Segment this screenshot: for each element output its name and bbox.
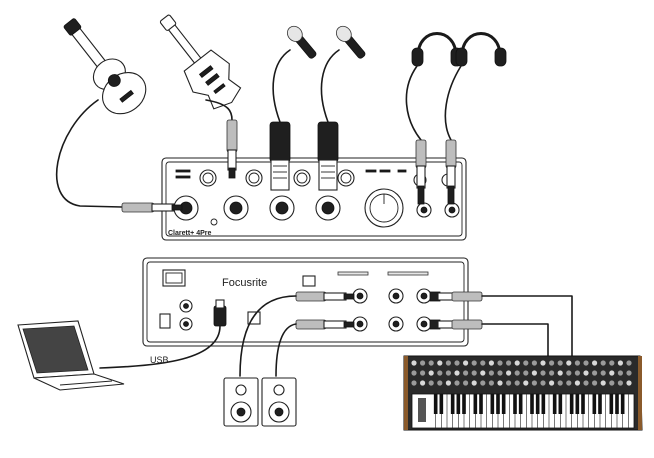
xlr-plug	[317, 121, 339, 191]
rear-panel: Focusrite	[142, 257, 469, 347]
jack-plug	[295, 291, 355, 302]
front-panel: Clarett+ 4Pre	[161, 157, 467, 241]
microphone-icon	[287, 25, 317, 59]
headphones-icon	[455, 32, 507, 67]
electric-guitar-icon	[159, 14, 242, 110]
usb-label: USB	[150, 355, 169, 365]
synthesizer-icon	[403, 355, 643, 431]
front-panel-brand: Clarett+ 4Pre	[168, 230, 211, 237]
jack-plug	[121, 202, 183, 213]
acoustic-guitar-icon	[63, 18, 147, 115]
speaker-icon	[261, 377, 297, 427]
usb-plug	[213, 299, 227, 327]
laptop-icon	[17, 320, 125, 391]
xlr-plug	[269, 121, 291, 191]
jack-plug	[226, 119, 238, 179]
jack-plug	[429, 319, 483, 330]
speaker-icon	[223, 377, 259, 427]
jack-plug	[415, 139, 427, 205]
microphone-icon	[336, 25, 366, 59]
jack-plug	[445, 139, 457, 205]
headphones-icon	[411, 32, 463, 67]
rear-panel-brand: Focusrite	[222, 277, 267, 289]
jack-plug	[295, 319, 355, 330]
jack-plug	[429, 291, 483, 302]
